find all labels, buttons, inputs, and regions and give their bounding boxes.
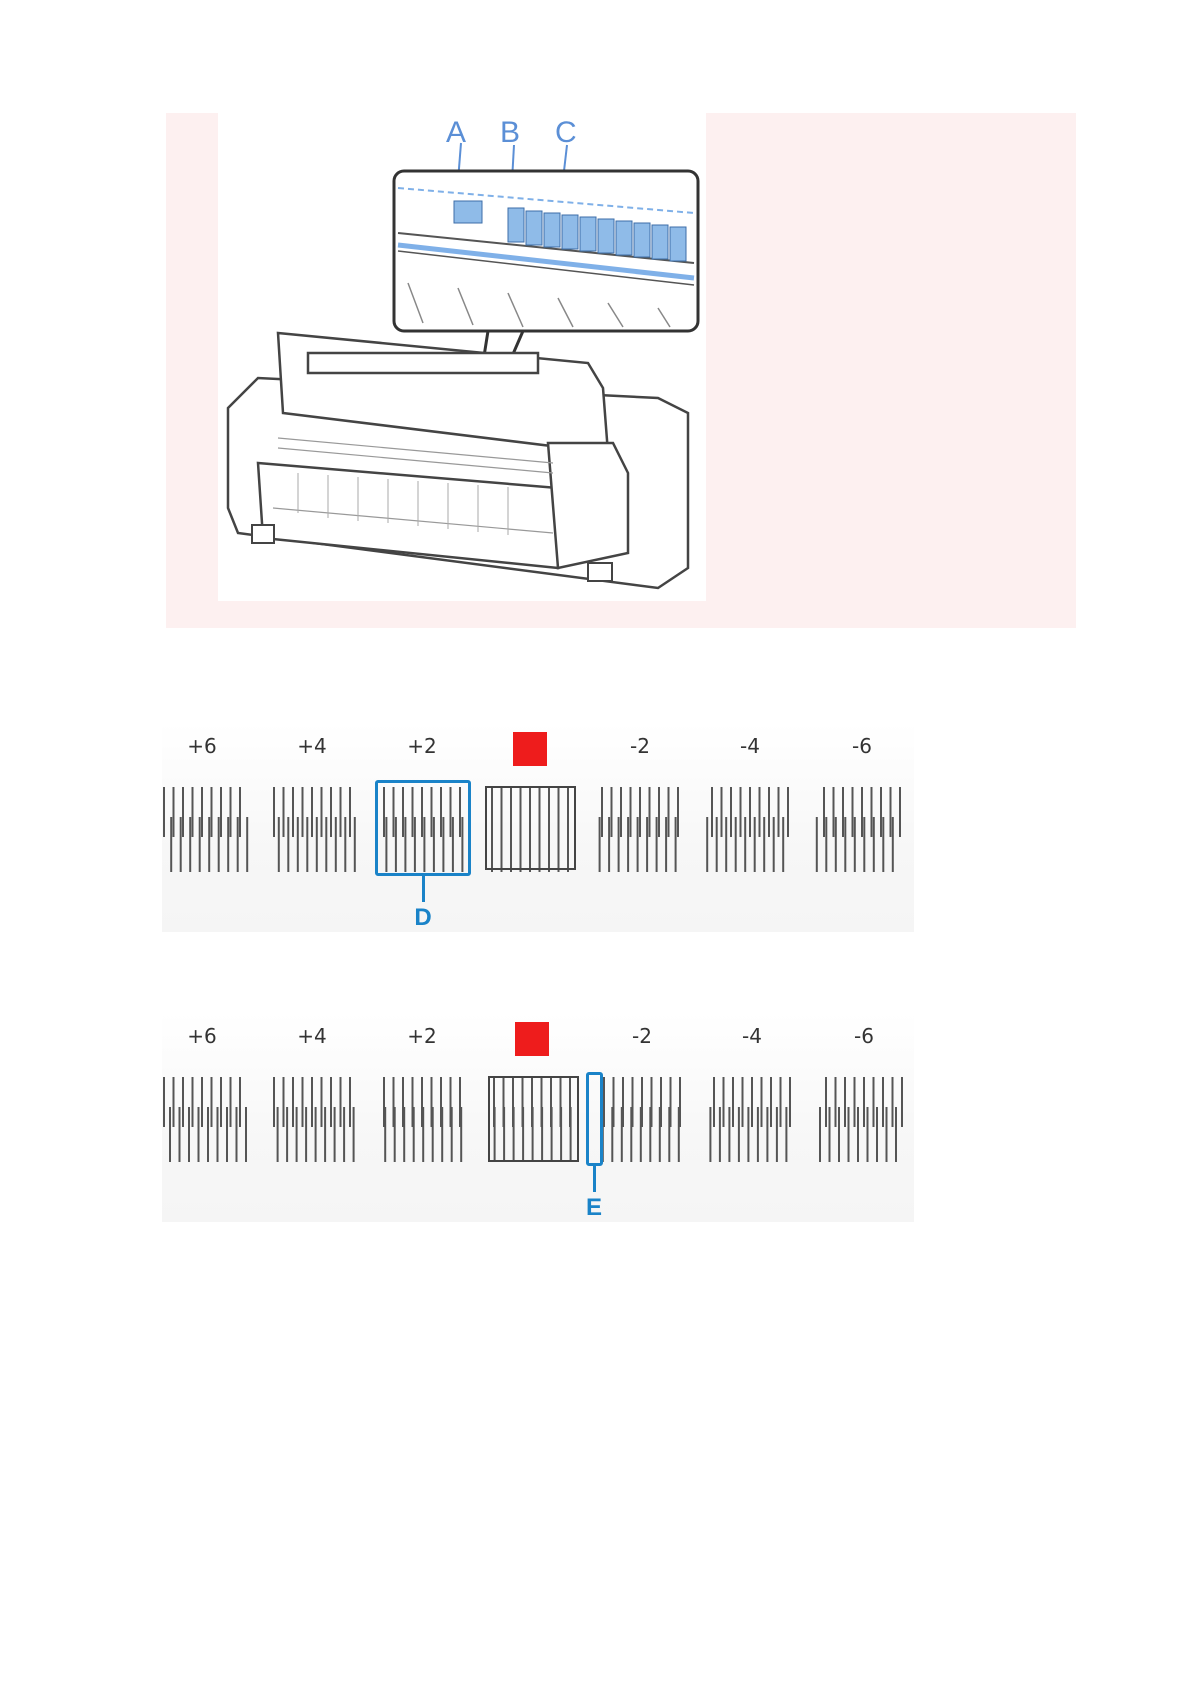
pattern-label-plus2: +2	[382, 1024, 462, 1048]
printer-drawing	[218, 113, 706, 601]
line-block-minus2	[585, 782, 695, 892]
line-block-plus6	[147, 1072, 257, 1182]
highlight-frame-e	[586, 1072, 603, 1166]
leader-d	[422, 876, 425, 902]
pattern-label-plus6: +6	[162, 1024, 242, 1048]
line-block-plus2	[367, 1072, 477, 1182]
line-block-minus4	[695, 782, 805, 892]
highlight-frame-d	[375, 780, 471, 876]
line-pattern	[809, 1072, 919, 1182]
line-pattern	[585, 782, 695, 892]
line-pattern	[257, 1072, 367, 1182]
line-block-minus6	[807, 782, 917, 892]
callout-c: C	[555, 118, 577, 148]
callout-e: E	[579, 1194, 609, 1222]
line-pattern	[807, 782, 917, 892]
printer-illustration	[218, 113, 706, 601]
pattern-label-plus4: +4	[272, 1024, 352, 1048]
pattern-label-minus4: -4	[712, 1024, 792, 1048]
line-pattern	[257, 782, 367, 892]
callout-a: A	[446, 118, 466, 148]
standard-frame	[488, 1076, 579, 1162]
line-pattern	[367, 1072, 477, 1182]
standard-marker-square	[513, 732, 547, 766]
pattern-label-plus4: +4	[272, 734, 352, 758]
callout-d: D	[408, 904, 438, 932]
pattern-label-minus2: -2	[602, 1024, 682, 1048]
pattern-label-minus6: -6	[822, 734, 902, 758]
line-pattern	[695, 782, 805, 892]
pattern-label-plus6: +6	[162, 734, 242, 758]
standard-marker-square	[515, 1022, 549, 1056]
pattern-label-minus6: -6	[824, 1024, 904, 1048]
adjustment-pattern-d: +6 +4 +2 -2 -4 -6 D	[162, 722, 914, 932]
leader-e	[593, 1166, 596, 1192]
line-block-minus6	[809, 1072, 919, 1182]
line-pattern	[697, 1072, 807, 1182]
pattern-label-minus4: -4	[710, 734, 790, 758]
line-block-plus4	[257, 1072, 367, 1182]
line-pattern	[587, 1072, 697, 1182]
line-block-minus2	[587, 1072, 697, 1182]
adjustment-pattern-e: +6 +4 +2 -2 -4 -6 E	[162, 1012, 914, 1222]
line-block-plus4	[257, 782, 367, 892]
line-pattern	[147, 782, 257, 892]
pattern-label-minus2: -2	[600, 734, 680, 758]
standard-frame	[485, 786, 576, 870]
line-pattern	[147, 1072, 257, 1182]
callout-b: B	[500, 118, 520, 148]
line-block-plus6	[147, 782, 257, 892]
pattern-label-plus2: +2	[382, 734, 462, 758]
line-block-minus4	[697, 1072, 807, 1182]
